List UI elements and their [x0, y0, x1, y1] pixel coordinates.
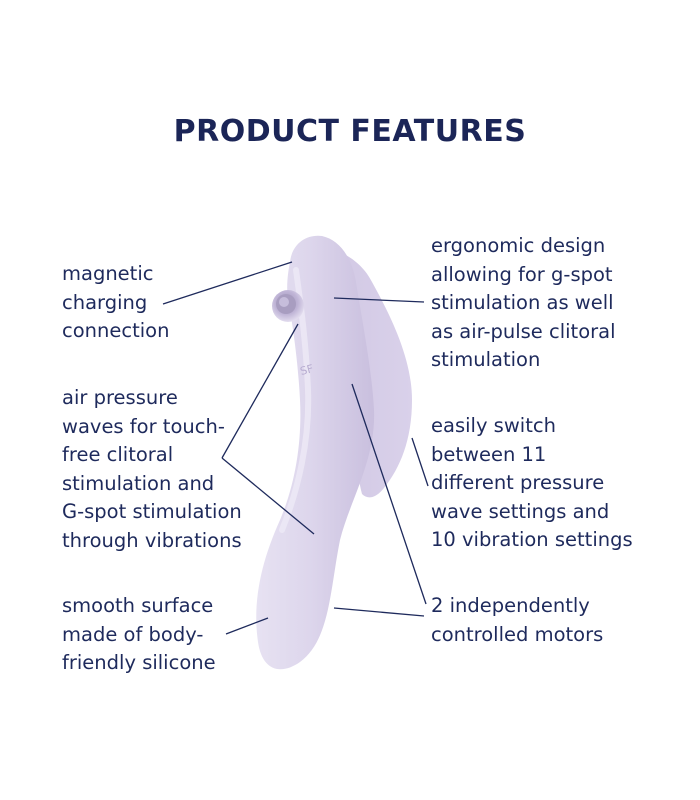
leader-lines [162, 261, 429, 635]
leader-switch [411, 437, 429, 487]
device-main-body [256, 235, 375, 670]
brand-logo: SF [299, 362, 315, 378]
leader-ergonomic [333, 297, 425, 303]
feature-motors: 2 independently controlled motors [431, 594, 604, 646]
page-title: PRODUCT FEATURES [173, 114, 527, 149]
leader-air-top [221, 323, 299, 459]
leader-air-bottom [221, 457, 315, 535]
feature-switch-settings: easily switch between 11 different press… [431, 414, 633, 551]
leader-smooth [225, 617, 269, 635]
leader-motors-bottom [333, 607, 425, 617]
leader-motors-top [351, 383, 427, 605]
feature-magnetic-charging: magnetic charging connection [62, 262, 170, 342]
feature-ergonomic-design: ergonomic design allowing for g-spot sti… [431, 234, 616, 371]
leader-magnetic [162, 261, 293, 305]
feature-smooth-surface: smooth surface made of body- friendly si… [62, 594, 216, 674]
feature-air-pressure: air pressure waves for touch- free clito… [62, 386, 242, 552]
air-pulse-nozzle-icon [272, 290, 304, 322]
